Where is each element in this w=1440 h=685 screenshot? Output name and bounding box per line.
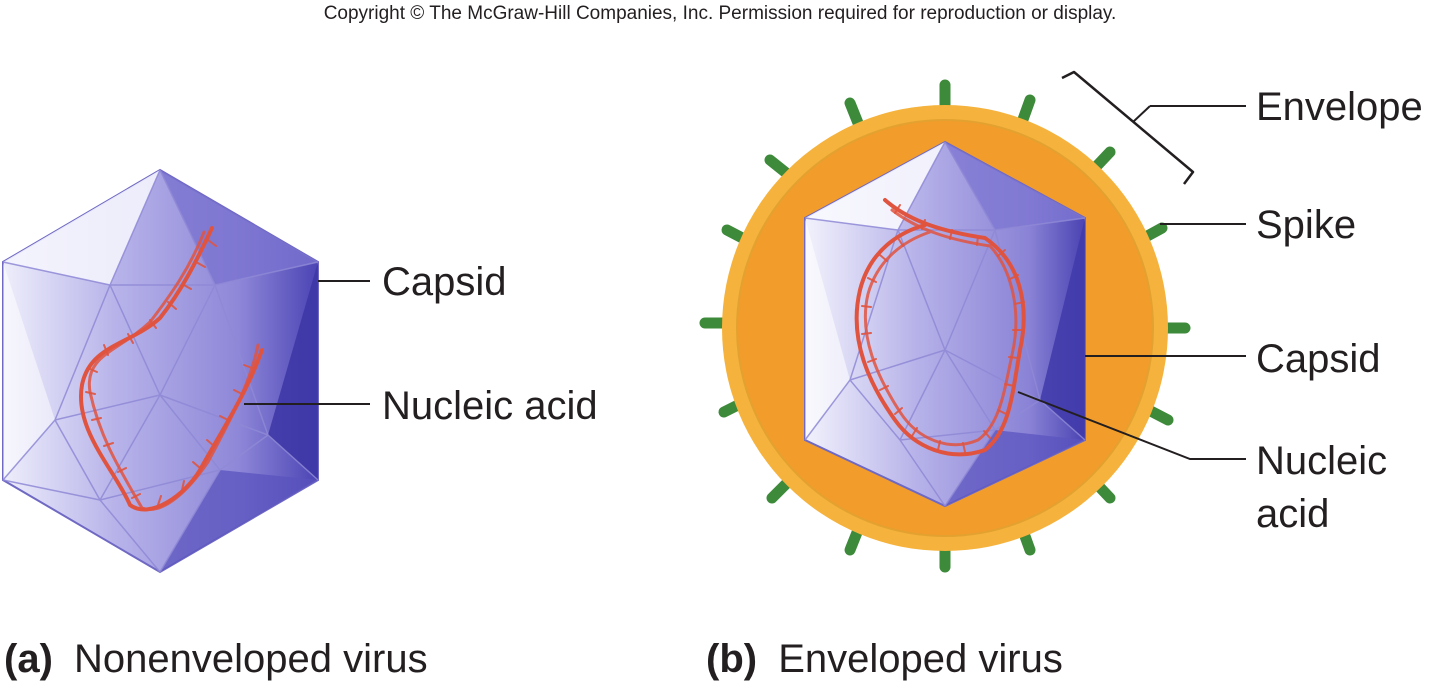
panel-a-caption-letter: (a) xyxy=(4,637,53,681)
panel-b-envelope-leader xyxy=(1132,105,1151,123)
panel-b-nucleic-acid xyxy=(854,198,1026,457)
panel-b-envelope-label: Envelope xyxy=(1256,85,1423,129)
copyright-notice: Copyright © The McGraw-Hill Companies, I… xyxy=(323,3,1117,24)
panel-b-caption-text: Enveloped virus xyxy=(778,637,1063,681)
panel-b-nucleic-label-line2: acid xyxy=(1256,492,1329,536)
panel-a-nucleic-acid-label: Nucleic acid xyxy=(382,384,598,428)
panel-b-nucleic-label-line1: Nucleic xyxy=(1256,439,1387,483)
panel-a-nucleic-acid xyxy=(78,226,264,512)
panel-a-caption-text: Nonenveloped virus xyxy=(74,637,428,681)
panel-b-spike-label: Spike xyxy=(1256,203,1356,247)
panel-b-capsid xyxy=(804,140,1086,508)
panel-b-nucleic-leader xyxy=(1017,391,1246,460)
panel-a-capsid-label: Capsid xyxy=(382,260,507,304)
panel-b-capsid-label: Capsid xyxy=(1256,337,1381,381)
panel-b-caption-letter: (b) xyxy=(706,637,757,681)
panel-a-caption: (a) Nonenveloped virus xyxy=(4,637,428,681)
panel-b-caption: (b) Enveloped virus xyxy=(706,637,1063,681)
panel-a-capsid xyxy=(1,168,319,574)
